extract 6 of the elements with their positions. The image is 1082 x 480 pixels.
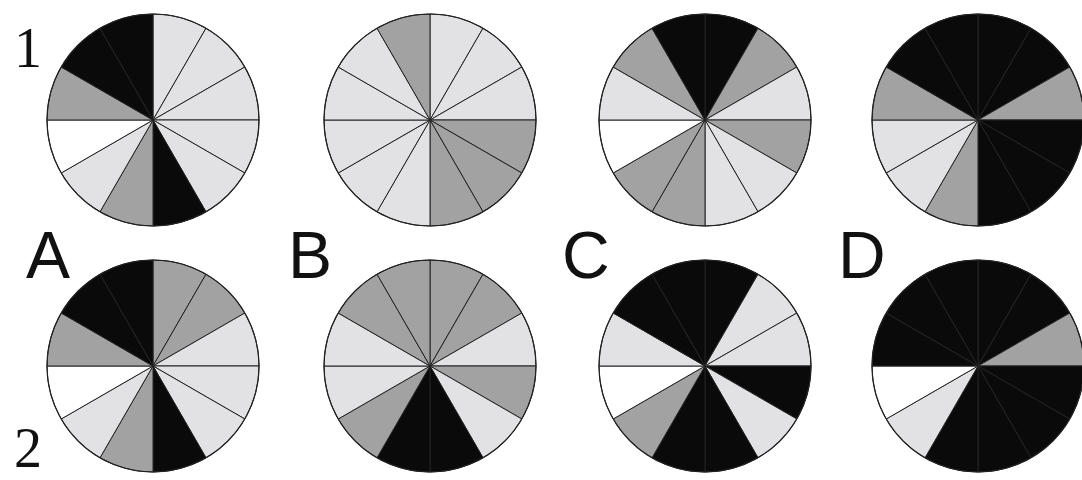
column-letter: C (562, 222, 610, 288)
row-number: 2 (14, 420, 42, 476)
column-letter: B (288, 222, 333, 288)
column-letter: D (838, 222, 886, 288)
column-letter: A (26, 222, 71, 288)
row-number: 1 (14, 20, 42, 76)
